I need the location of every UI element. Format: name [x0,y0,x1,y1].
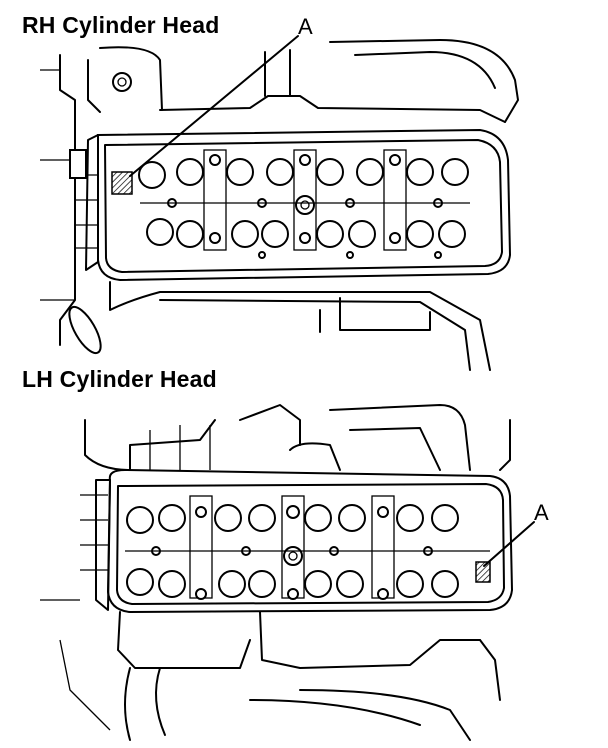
lh-cylinder-head-title: LH Cylinder Head [22,366,217,392]
rh-cylinder-head-title: RH Cylinder Head [22,12,220,38]
lh-marker-a [475,561,491,583]
rh-marker-a [111,171,133,195]
rh-cylinder-head-view [40,35,519,371]
rh-callout-a-label: A [298,14,313,39]
lh-callout-a-label: A [534,500,549,525]
lh-cylinder-head-view [40,404,535,741]
